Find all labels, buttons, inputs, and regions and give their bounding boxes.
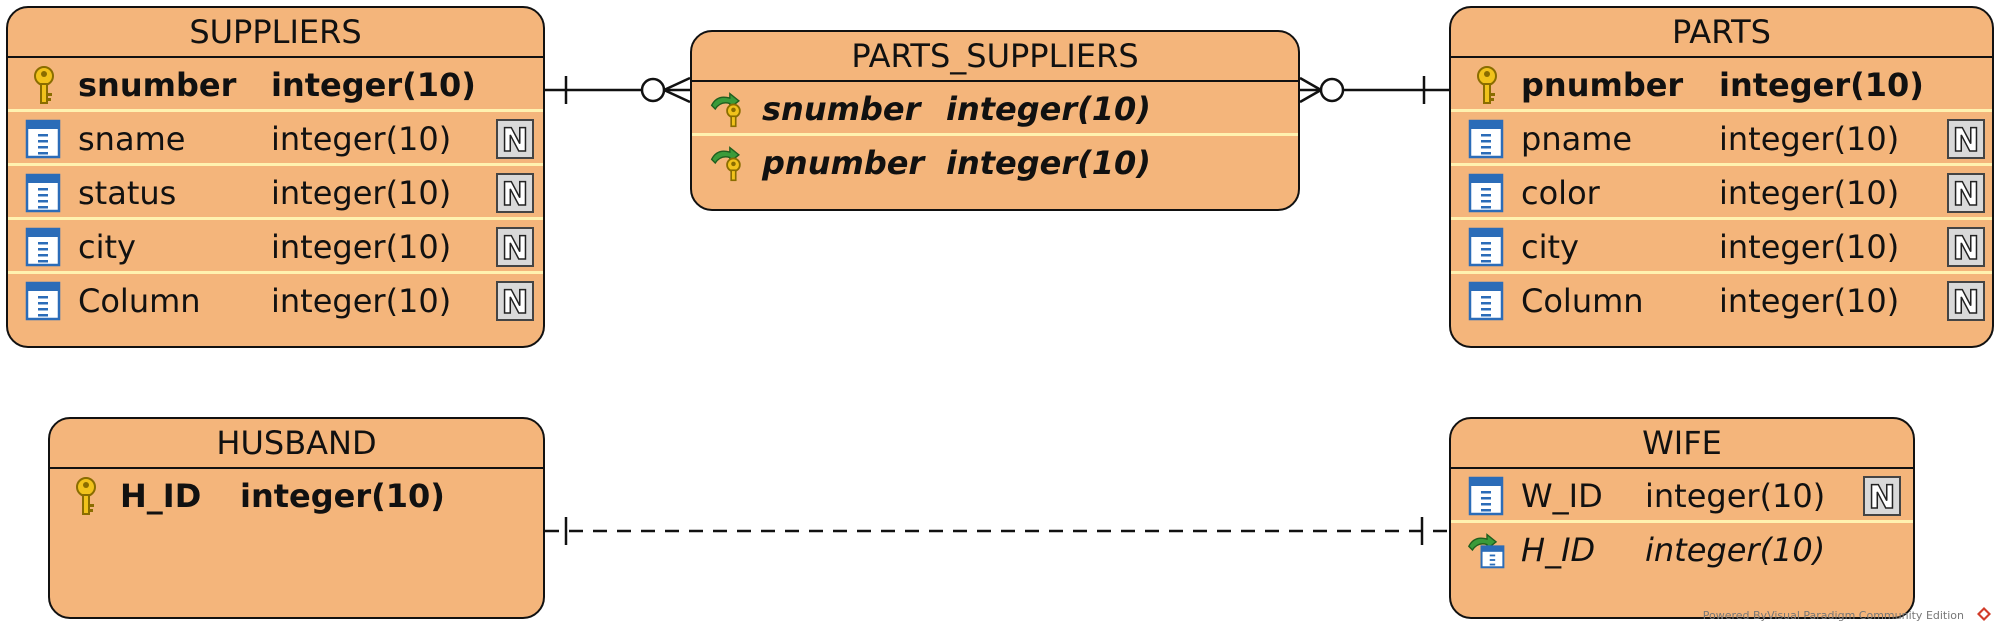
column-icon	[25, 227, 61, 267]
nullable-icon: N	[1947, 173, 1985, 213]
nullable-icon: N	[496, 227, 534, 267]
nullable-badge: N	[1953, 121, 1980, 159]
nullable-badge: N	[1953, 283, 1980, 321]
column-name: snumber	[78, 66, 237, 104]
column-row-status[interactable]: status integer(10) N	[8, 166, 543, 220]
column-name: city	[78, 228, 136, 266]
column-type: integer(10)	[946, 144, 1151, 182]
column-row-pnumber[interactable]: pnumber integer(10)	[1451, 58, 1992, 112]
nullable-icon: N	[1947, 281, 1985, 321]
column-type: integer(10)	[271, 228, 452, 266]
column-icon	[1468, 476, 1504, 516]
column-name: pnumber	[762, 144, 925, 182]
column-type: integer(10)	[1719, 66, 1924, 104]
column-row-column[interactable]: Column integer(10) N	[8, 274, 543, 328]
entity-title: PARTS_SUPPLIERS	[692, 32, 1298, 82]
primary-key-icon	[76, 477, 96, 515]
entity-title: SUPPLIERS	[8, 8, 543, 58]
watermark-text: Powered ByVisual Paradigm Community Edit…	[1702, 609, 1964, 622]
column-row-pnumber[interactable]: pnumber integer(10)	[692, 136, 1298, 190]
nullable-icon: N	[496, 281, 534, 321]
nullable-badge: N	[502, 175, 529, 213]
column-row-h-id[interactable]: H_ID integer(10)	[1451, 523, 1913, 577]
primary-key-icon	[34, 66, 54, 104]
foreign-primary-key-icon	[710, 146, 741, 182]
nullable-badge: N	[502, 229, 529, 267]
column-type: integer(10)	[271, 282, 452, 320]
nullable-icon: N	[496, 173, 534, 213]
primary-key-icon	[1477, 66, 1497, 104]
column-name: H_ID	[120, 477, 202, 515]
nullable-badge: N	[1869, 478, 1896, 516]
column-type: integer(10)	[1645, 531, 1826, 569]
column-icon	[25, 281, 61, 321]
column-name: pname	[1521, 120, 1633, 158]
column-name: pnumber	[1521, 66, 1684, 104]
column-type: integer(10)	[1719, 282, 1900, 320]
entity-husband[interactable]: HUSBAND H_ID integer(10)	[48, 417, 545, 619]
column-icon	[25, 119, 61, 159]
column-row-column[interactable]: Column integer(10) N	[1451, 274, 1992, 328]
column-icon	[1468, 227, 1504, 267]
relationship-parts-parts-suppliers[interactable]	[1299, 76, 1449, 104]
column-row-snumber[interactable]: snumber integer(10)	[8, 58, 543, 112]
column-type: integer(10)	[271, 120, 452, 158]
nullable-badge: N	[502, 121, 529, 159]
nullable-icon: N	[1863, 476, 1901, 516]
column-icon	[25, 173, 61, 213]
column-icon	[1468, 119, 1504, 159]
column-type: integer(10)	[271, 66, 476, 104]
entity-parts-suppliers[interactable]: PARTS_SUPPLIERS snumber integer(10) pnum…	[690, 30, 1300, 211]
column-type: integer(10)	[1645, 477, 1826, 515]
column-type: integer(10)	[946, 90, 1151, 128]
column-name: Column	[78, 282, 201, 320]
column-name: H_ID	[1521, 531, 1596, 569]
entity-title: WIFE	[1451, 419, 1913, 469]
column-row-sname[interactable]: sname integer(10) N	[8, 112, 543, 166]
column-row-w-id[interactable]: W_ID integer(10) N	[1451, 469, 1913, 523]
nullable-badge: N	[502, 283, 529, 321]
nullable-icon: N	[496, 119, 534, 159]
column-name: W_ID	[1521, 477, 1603, 515]
relationship-husband-wife[interactable]	[545, 517, 1449, 545]
nullable-icon: N	[1947, 227, 1985, 267]
entity-wife[interactable]: WIFE W_ID integer(10) N H_ID integer(10)	[1449, 417, 1915, 619]
column-name: color	[1521, 174, 1600, 212]
column-type: integer(10)	[1719, 174, 1900, 212]
column-name: city	[1521, 228, 1579, 266]
column-type: integer(10)	[240, 477, 445, 515]
column-name: snumber	[762, 90, 921, 128]
column-row-city[interactable]: city integer(10) N	[8, 220, 543, 274]
foreign-primary-key-icon	[710, 92, 741, 128]
column-row-color[interactable]: color integer(10) N	[1451, 166, 1992, 220]
entity-suppliers[interactable]: SUPPLIERS snumber integer(10) sname inte…	[6, 6, 545, 348]
nullable-icon: N	[1947, 119, 1985, 159]
column-name: sname	[78, 120, 186, 158]
column-name: status	[78, 174, 177, 212]
column-type: integer(10)	[1719, 120, 1900, 158]
nullable-badge: N	[1953, 229, 1980, 267]
column-icon	[1468, 281, 1504, 321]
column-type: integer(10)	[1719, 228, 1900, 266]
visual-paradigm-logo-icon	[1977, 607, 1991, 621]
column-row-h-id[interactable]: H_ID integer(10)	[50, 469, 543, 523]
nullable-badge: N	[1953, 175, 1980, 213]
entity-title: PARTS	[1451, 8, 1992, 58]
column-name: Column	[1521, 282, 1644, 320]
foreign-key-icon	[1467, 533, 1505, 569]
column-icon	[1468, 173, 1504, 213]
column-type: integer(10)	[271, 174, 452, 212]
column-row-city[interactable]: city integer(10) N	[1451, 220, 1992, 274]
column-row-snumber[interactable]: snumber integer(10)	[692, 82, 1298, 136]
entity-parts[interactable]: PARTS pnumber integer(10) pname integer(…	[1449, 6, 1994, 348]
entity-title: HUSBAND	[50, 419, 543, 469]
column-row-pname[interactable]: pname integer(10) N	[1451, 112, 1992, 166]
relationship-suppliers-parts-suppliers[interactable]	[545, 76, 691, 104]
